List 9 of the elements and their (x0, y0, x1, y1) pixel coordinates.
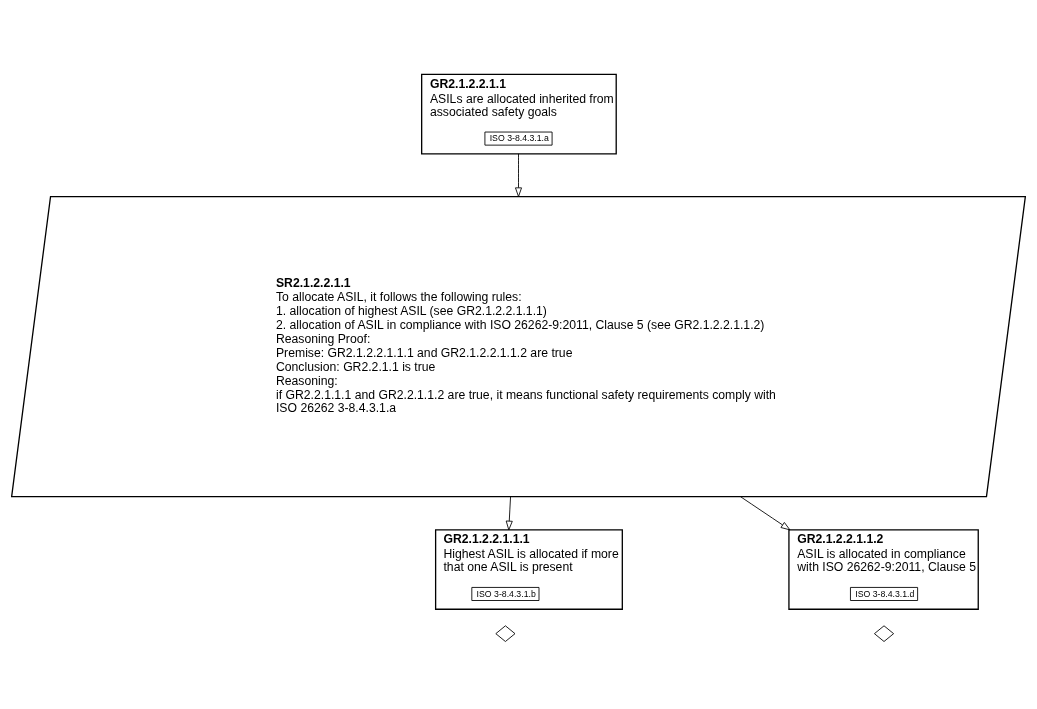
node-box: ISO 3-8.4.3.1.b (471, 587, 540, 601)
node-box: ISO 3-8.4.3.1.a (484, 131, 553, 146)
node-diamond (495, 625, 516, 642)
node-box: ISO 3-8.4.3.1.d (850, 587, 919, 601)
node-diamond (874, 625, 895, 642)
arrow (505, 496, 513, 531)
arrow (740, 496, 791, 531)
arrow (515, 153, 522, 197)
node-box: SR2.1.2.2.1.1 To allocate ASIL, it follows the following rules: 1. allocation of highest ASIL (see GR2.1.2.2.1.1.1) 2. allocation of ASIL in compliance with ISO 26262-9:2011, Clause 5 (see GR2.1.2.2.1.1.2) Reasoning Proof: Premise: GR2.1.2.2.1.1.1 and GR2.1.2.2.1.1.2 are true Conclusion: GR2.2.1.1 is true Reasoning: if GR2.2.1.1.1 and GR2.2.1.1.2 are true, it means functional safety requirements comply with ISO 26262 3-8.4.3.1.a (10, 195, 1027, 498)
